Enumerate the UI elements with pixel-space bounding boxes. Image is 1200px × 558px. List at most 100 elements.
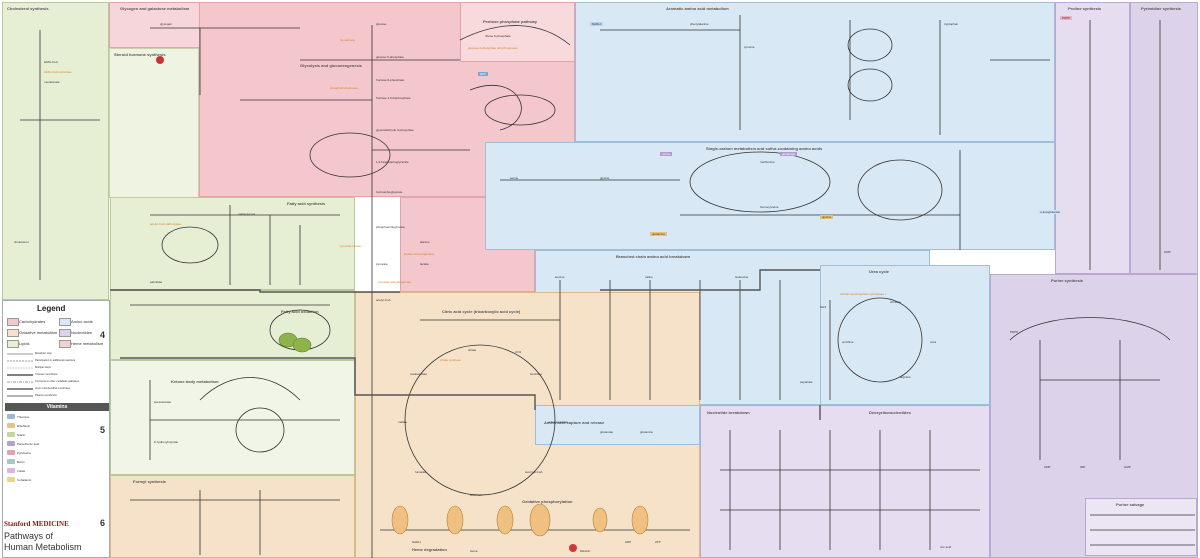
metabolite-label: fumarate <box>415 470 427 474</box>
cofactor-tag: ATP <box>478 72 488 76</box>
region-title: Glycolysis and gluconeogenesis <box>300 63 363 68</box>
cofactor-tag: α-ketoglutarate <box>1038 210 1063 214</box>
metabolite-label: leucine <box>555 275 565 279</box>
legend-line-label: Inner mitochondrial membrane <box>35 387 71 390</box>
region-title: Cholesterol synthesis <box>7 6 49 11</box>
enzyme-label: citrate synthase <box>440 358 462 362</box>
vitamin-label: Niacin <box>17 433 26 437</box>
region-title: Fatty acid synthesis <box>287 201 326 206</box>
cofactor-tag: glycine <box>820 215 834 219</box>
vitamin-icon <box>7 450 15 455</box>
region-pyrimidine: Pyrimidine synthesis <box>1130 2 1198 274</box>
region-purine-salvage: Purine salvage <box>1085 498 1197 556</box>
region-title: Aromatic amino acid metabolism <box>666 6 729 11</box>
legend-line-label: Participation in additional reactions <box>35 359 76 362</box>
region-fatty-acid-synth: Fatty acid synthesis <box>110 197 355 290</box>
enzyme-label: pyruvate kinase <box>340 244 362 248</box>
region-title: Single-carbon metabolism and sulfur-cont… <box>706 146 823 151</box>
metabolite-label: aspartate <box>800 380 813 384</box>
metabolite-label: palmitate <box>150 280 163 284</box>
region-title: Amino acid capture and release <box>544 420 605 425</box>
cofactor-tag: glutamine <box>650 232 668 236</box>
enzyme-label: phosphofructokinase <box>330 86 358 90</box>
metabolite-label: succinyl-CoA <box>525 470 543 474</box>
brand-title: Human Metabolism <box>4 542 82 552</box>
metabolite-label: tyrosine <box>744 45 755 49</box>
cofactor-tag: serine <box>660 152 673 156</box>
legend-swatch-energy <box>7 329 19 337</box>
legend-label: Carbohydrates <box>19 319 46 324</box>
metabolite-label: HMG-CoA <box>44 60 58 64</box>
legend-swatch-heme <box>59 340 71 348</box>
region-title: Proline synthesis <box>1068 6 1102 11</box>
vitamin-icon <box>7 414 15 419</box>
metabolite-label: succinate <box>470 493 483 497</box>
legend-label: Oxidative metabolism <box>19 330 58 335</box>
metabolite-label: uric acid <box>940 545 952 549</box>
metabolite-label: acetyl-CoA <box>376 298 391 302</box>
metabolite-label: ornithine <box>842 340 854 344</box>
cofactor-tag: PRPP <box>1060 16 1073 20</box>
brand-logo: Stanford MEDICINE <box>4 520 69 528</box>
metabolite-label: mevalonate <box>44 80 60 84</box>
region-proline: Proline synthesis <box>1055 2 1130 274</box>
metabolite-label: ribose 5-phosphate <box>485 34 511 38</box>
metabolite-label: glyceraldehyde 3-phosphate <box>376 128 414 132</box>
region-ammonia: Amino acid capture and release <box>535 405 700 445</box>
enzyme-label: HMG-CoA reductase <box>44 70 72 74</box>
enzyme-label: acetyl-CoA carboxylase <box>150 222 182 226</box>
vitamin-label: Pyridoxine <box>17 451 32 455</box>
legend-label: Lipids <box>19 341 30 346</box>
cofactor-tag: NADH <box>590 22 603 26</box>
vitamin-icon <box>7 459 15 464</box>
metabolite-label: homocysteine <box>760 205 779 209</box>
region-title: Citric acid cycle (tricarboxylic acid cy… <box>442 309 521 314</box>
metabolite-label: cholesterol <box>14 240 29 244</box>
metabolite-label: fructose 1,6-bisphosphate <box>376 96 411 100</box>
legend-line-label: Connects to other metabolic pathways <box>35 380 79 383</box>
metabolite-label: ADP <box>625 540 632 544</box>
metabolite-label: malonyl-CoA <box>238 212 256 216</box>
metabolite-label: glutamine <box>640 430 654 434</box>
metabolite-label: UMP <box>1164 250 1171 254</box>
metabolite-label: serine <box>510 176 519 180</box>
legend-panel: Legend Carbohydrates Amino acids Oxidati… <box>2 300 110 558</box>
region-title: Fatty acid oxidation <box>281 309 319 314</box>
region-title: Pyrimidine synthesis <box>1141 6 1182 11</box>
legend-swatch-lipids <box>7 340 19 348</box>
metabolite-label: isocitrate <box>530 372 543 376</box>
enzyme-label: lactate dehydrogenase <box>404 252 435 256</box>
cofactor-tag: glutamate <box>780 152 798 156</box>
metabolite-label: valine <box>645 275 653 279</box>
metabolite-label: phosphoenolpyruvate <box>376 225 405 229</box>
vitamin-icon <box>7 468 15 473</box>
vitamin-label: Cobalamin <box>17 478 32 482</box>
sepiapterin-icon <box>156 56 164 64</box>
metabolite-label: phenylalanine <box>690 22 709 26</box>
row-number: 5 <box>100 425 106 435</box>
metabolite-label: glycine <box>600 176 610 180</box>
vitamin-label: Thiamine <box>17 415 30 419</box>
region-title: Pentose phosphate pathway <box>483 19 538 24</box>
metabolite-label: glycogen <box>160 22 173 26</box>
metabolite-label: pyruvate <box>376 262 388 266</box>
brand-title: Pathways of <box>4 531 54 541</box>
metabolite-label: NADH <box>412 540 421 544</box>
region-steroid: Steroid hormone synthesis <box>109 48 199 198</box>
metabolite-label: glucose <box>376 22 387 26</box>
region-urea: Urea cycle <box>820 265 990 405</box>
legend-line-label: Multiple steps <box>35 366 51 369</box>
enzyme-label: pyruvate dehydrogenase <box>378 280 412 284</box>
vitamin-label: Biotin <box>17 460 25 464</box>
vitamin-icon <box>7 432 15 437</box>
region-title: Deoxyribonucleotides <box>869 410 911 415</box>
legend-line-label: Metabolic step <box>35 352 52 355</box>
row-number: 6 <box>100 518 106 528</box>
metabolite-label: citrate <box>468 348 477 352</box>
region-title: Nucleotide breakdown <box>707 410 750 415</box>
metabolite-label: tryptophan <box>944 22 959 26</box>
region-ketone: Ketone body metabolism <box>110 360 355 475</box>
region-title: Oxidative phosphorylation <box>522 499 573 504</box>
metabolite-label: CO2 <box>515 350 522 354</box>
